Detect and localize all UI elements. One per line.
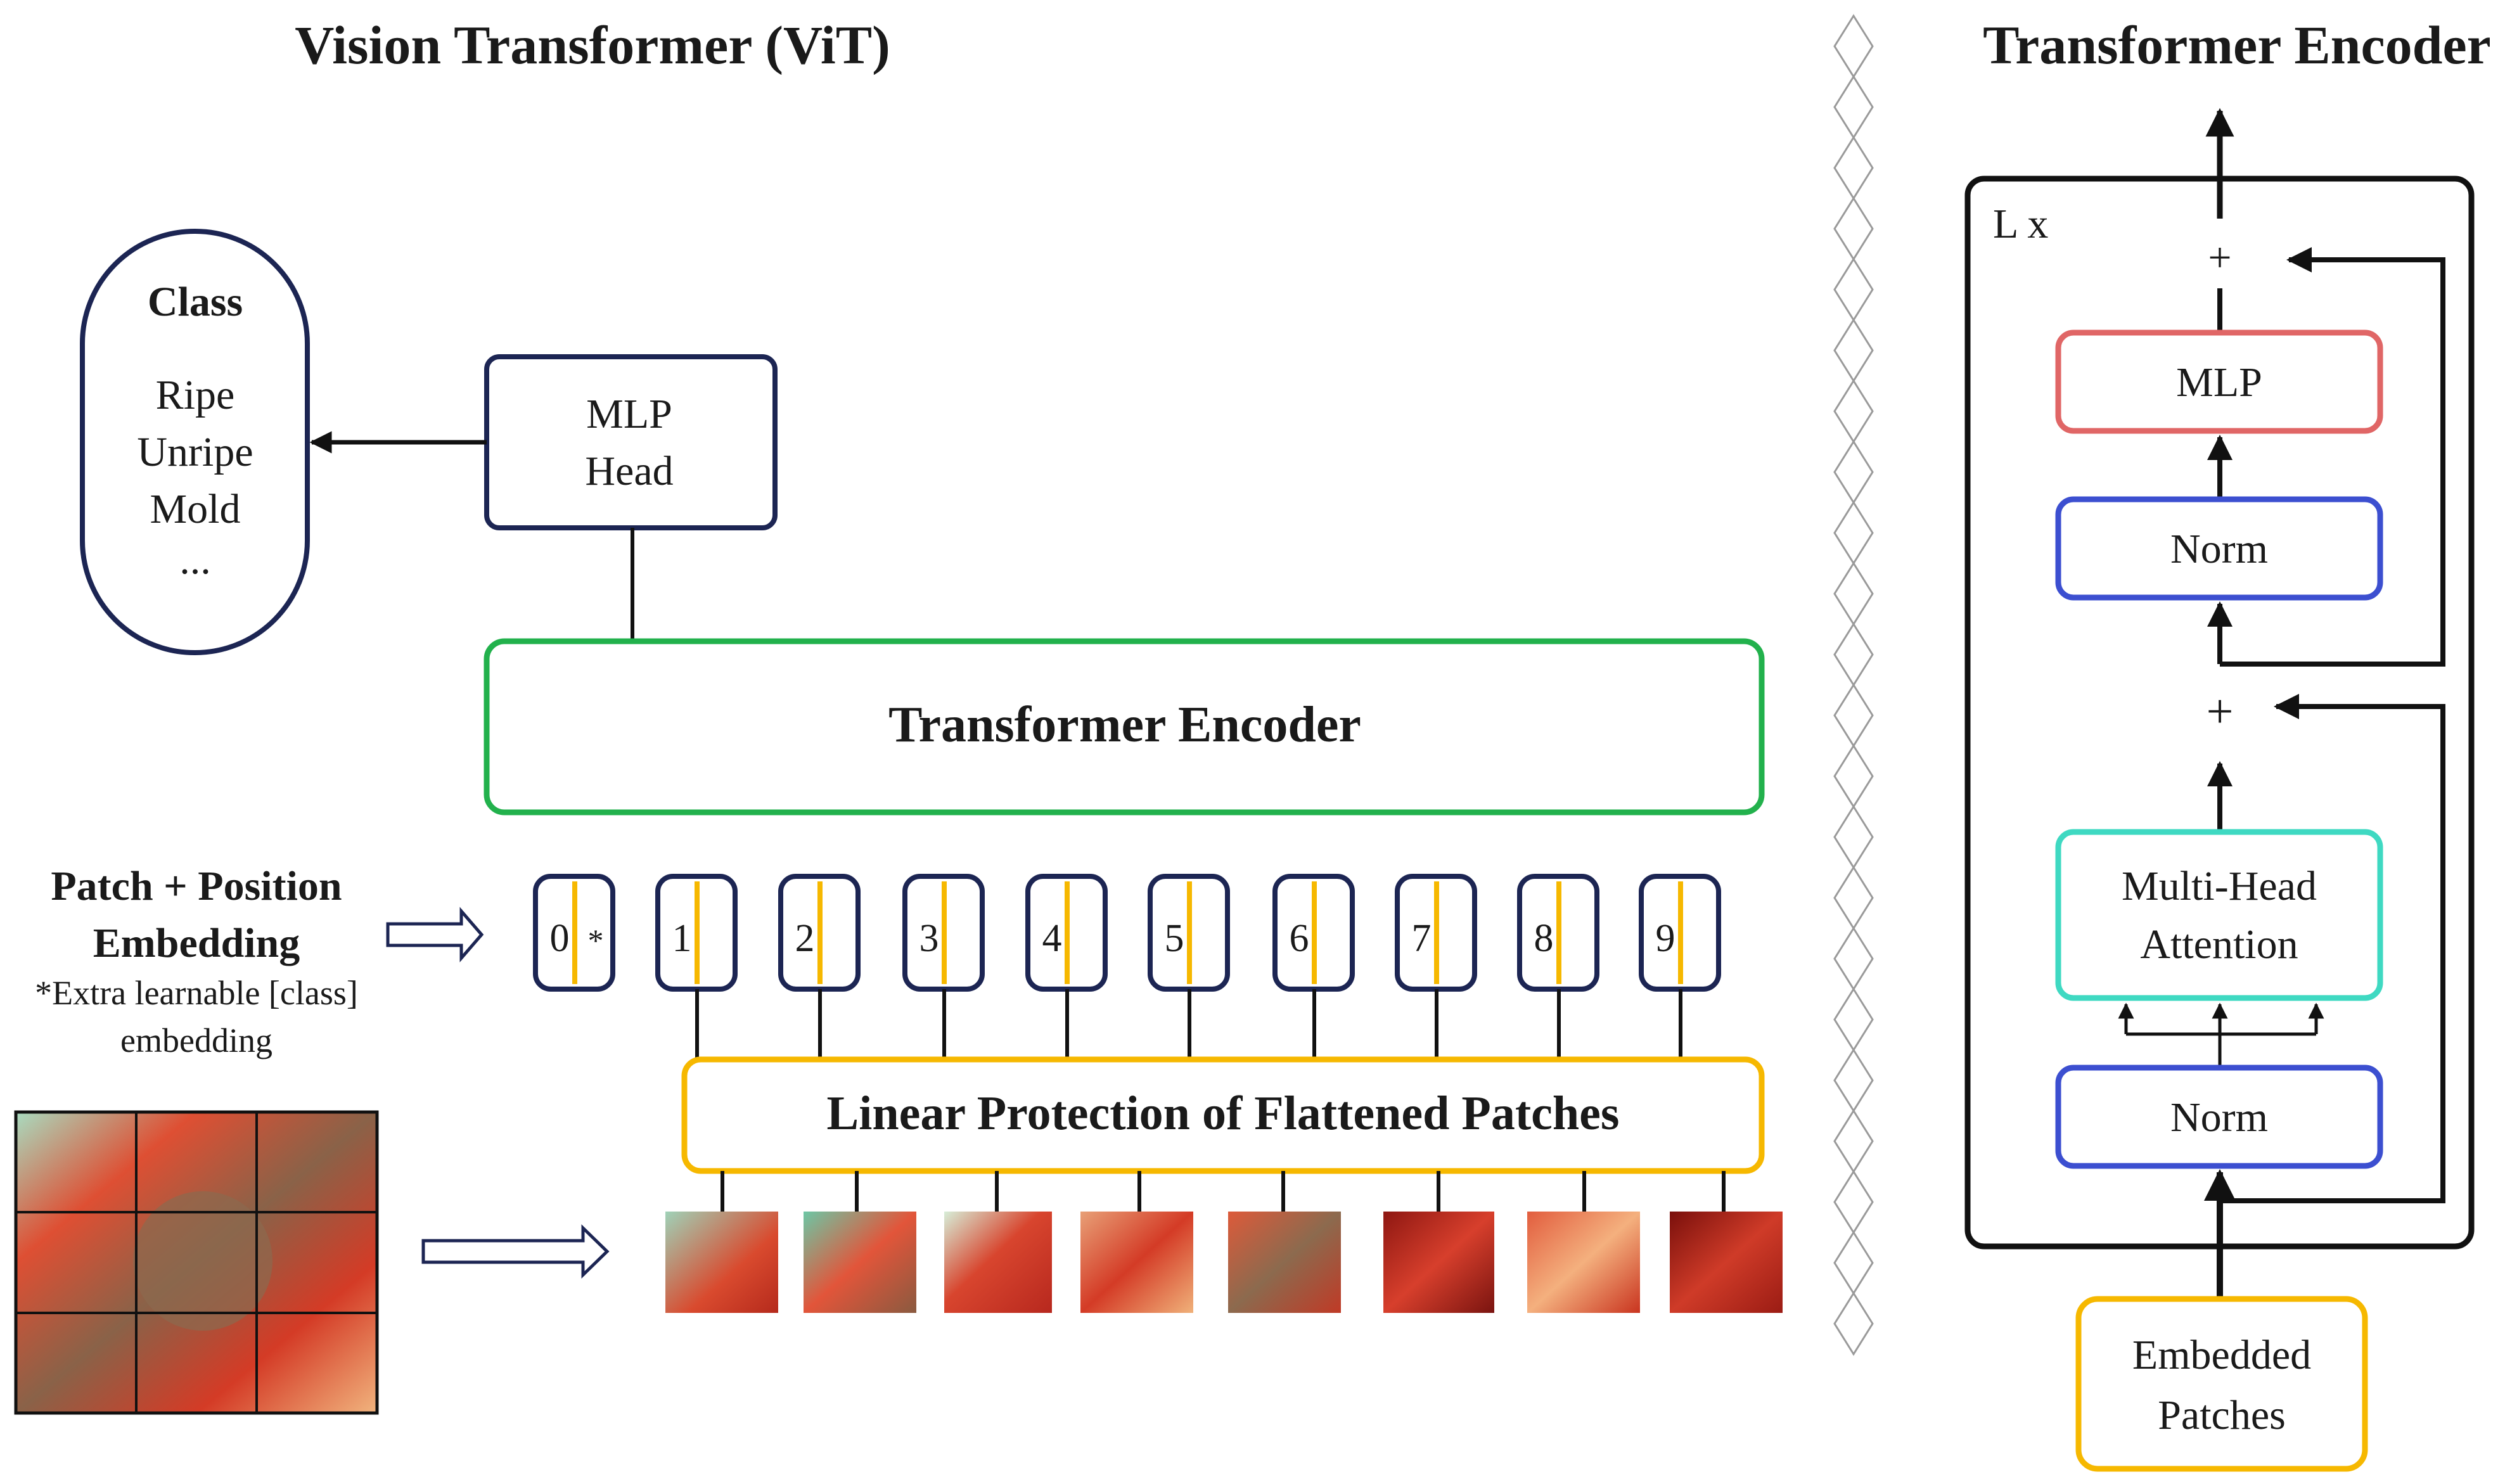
embedding-token-8: 8 <box>1517 874 1599 1059</box>
class-item-ellipsis: ... <box>179 537 211 583</box>
encoder-norm-bottom-box <box>2055 1065 2383 1169</box>
class-token-marker: * <box>588 923 604 958</box>
token-label: 0 <box>550 917 570 960</box>
linear-projection-label: Linear Protection of Flattened Patches <box>827 1087 1620 1140</box>
mlp-head-label-line1: MLP <box>586 391 672 437</box>
residual-connection-top <box>2220 247 2445 667</box>
encoder-norm-top-label: Norm <box>2170 526 2268 572</box>
token-label: 1 <box>672 917 692 960</box>
divider-diamond <box>1833 318 1874 383</box>
divider-diamond <box>1833 987 1874 1052</box>
divider-diamond <box>1833 561 1874 626</box>
patch-image-1 <box>665 1212 778 1313</box>
attention-label-line1: Multi-Head <box>2122 863 2317 909</box>
patch-image-5 <box>1228 1212 1341 1313</box>
divider-diamond <box>1833 501 1874 565</box>
divider-diamond <box>1833 1048 1874 1113</box>
mlp-head-label-line2: Head <box>585 448 673 494</box>
divider-diamond <box>1833 866 1874 930</box>
divider-diamond <box>1833 1170 1874 1234</box>
embedding-note-line1: *Extra learnable [class] <box>35 974 358 1012</box>
divider-diamond <box>1833 257 1874 322</box>
embedding-token-4: 4 <box>1025 874 1108 1059</box>
image-hollow-arrow <box>421 1224 610 1279</box>
transformer-encoder-label: Transformer Encoder <box>888 697 1361 753</box>
token-label: 4 <box>1042 917 1062 960</box>
divider-diamond <box>1833 440 1874 504</box>
token-label: 3 <box>919 917 939 960</box>
patch-image-2 <box>804 1212 916 1313</box>
patch-thumbnails <box>665 1212 1783 1313</box>
divider-diamond <box>1833 744 1874 809</box>
repeat-label: L x <box>1993 201 2048 247</box>
divider-diamond <box>1833 683 1874 748</box>
embedding-token-5: 5 <box>1148 874 1230 1059</box>
divider-diamond <box>1833 196 1874 261</box>
plus-mid: + <box>2207 685 2234 738</box>
patch-image-4 <box>1080 1212 1193 1313</box>
transformer-encoder-box <box>484 638 1765 816</box>
patch-image-7 <box>1527 1212 1640 1313</box>
token-label: 9 <box>1656 917 1675 960</box>
class-title: Class <box>148 279 243 325</box>
token-label: 6 <box>1290 917 1309 960</box>
encoder-norm-bottom-label: Norm <box>2170 1094 2268 1141</box>
vit-title: Vision Transformer (ViT) <box>295 15 890 75</box>
token-label: 7 <box>1412 917 1432 960</box>
class-box <box>80 229 310 655</box>
encoder-mlp-box <box>2055 329 2383 434</box>
class-item-mold: Mold <box>150 486 240 532</box>
embedding-token-1: 1 <box>655 874 738 1059</box>
embedded-patches-line2: Patches <box>2158 1392 2286 1438</box>
mlp-head-box <box>484 354 778 530</box>
embedding-token-2: 2 <box>778 874 861 1059</box>
class-item-unripe: Unripe <box>137 429 253 475</box>
patch-image-3 <box>944 1212 1052 1313</box>
patch-connectors <box>721 1171 1726 1212</box>
divider-diamond <box>1833 622 1874 687</box>
encoder-detail-title: Transformer Encoder <box>1983 15 2491 75</box>
divider-diamond <box>1833 1291 1874 1356</box>
patch-image-8 <box>1670 1212 1783 1313</box>
embedding-label-line1: Patch + Position <box>51 863 342 909</box>
plus-top: + <box>2208 234 2231 281</box>
patch-image-6 <box>1383 1212 1494 1313</box>
embedding-hollow-arrow <box>386 907 484 963</box>
divider-diamond <box>1833 1231 1874 1295</box>
class-item-ripe: Ripe <box>156 372 235 418</box>
divider-diamond <box>1833 136 1874 200</box>
token-label: 2 <box>795 917 815 960</box>
token-label: 8 <box>1534 917 1554 960</box>
linear-projection-box <box>681 1056 1765 1174</box>
embedding-token-7: 7 <box>1395 874 1477 1059</box>
input-image <box>14 1110 379 1415</box>
embedding-token-9: 9 <box>1639 874 1721 1059</box>
divider-diamond <box>1833 75 1874 139</box>
divider-diamond <box>1833 805 1874 869</box>
token-label: 5 <box>1165 917 1184 960</box>
multi-head-attention-box <box>2055 829 2383 1001</box>
divider-diamond <box>1833 379 1874 444</box>
embedding-note-line2: embedding <box>120 1021 272 1059</box>
embedding-token-0: 0* <box>533 874 615 992</box>
embedded-patches-box <box>2075 1296 2368 1472</box>
residual-connection-bottom <box>2220 694 2445 1203</box>
embedded-patches-line1: Embedded <box>2132 1332 2311 1378</box>
embedding-label-line2: Embedding <box>93 920 300 966</box>
attention-label-line2: Attention <box>2140 921 2298 968</box>
encoder-mlp-label: MLP <box>2176 359 2262 406</box>
section-divider <box>1833 14 1874 1356</box>
divider-diamond <box>1833 926 1874 991</box>
qkv-arrows <box>2118 1002 2324 1068</box>
embedding-token-3: 3 <box>902 874 985 1059</box>
divider-diamond <box>1833 1109 1874 1174</box>
encoder-norm-top-box <box>2055 496 2383 601</box>
embedding-token-6: 6 <box>1272 874 1355 1059</box>
divider-diamond <box>1833 14 1874 79</box>
